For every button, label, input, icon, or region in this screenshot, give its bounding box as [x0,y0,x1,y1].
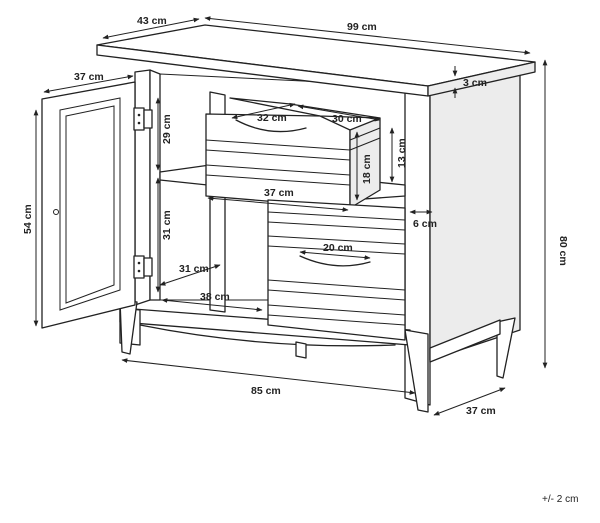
label-total-height: 80 cm [557,236,569,266]
hinge-upper-icon [133,107,153,131]
label-upper-shelf-height: 29 cm [161,114,173,144]
door-knob-icon [53,209,59,215]
cabinet-door [41,81,136,329]
label-top-width: 99 cm [347,21,377,33]
label-lower-handle: 20 cm [323,242,353,254]
label-drawer-inner-width: 32 cm [257,112,287,124]
label-drawer-height: 13 cm [396,138,408,168]
back-left-leg [295,341,307,359]
label-body-depth: 37 cm [466,405,496,417]
lower-drawers [267,199,406,341]
label-lower-compartment-height: 31 cm [161,210,173,240]
label-body-width: 85 cm [251,385,281,397]
label-lower-compartment-depth: 31 cm [179,263,209,275]
tolerance-note: +/- 2 cm [542,494,578,505]
dimension-lines [33,16,548,416]
upper-drawer-handle-icon [235,119,307,133]
label-drawer-gap: 6 cm [413,218,437,230]
label-drawer-front-height: 18 cm [361,154,373,184]
back-right-leg [496,317,516,379]
label-door-width: 37 cm [74,71,104,83]
label-drawer-depth: 30 cm [332,113,362,125]
label-drawer-front-width: 37 cm [264,187,294,199]
label-top-thickness: 3 cm [463,77,487,89]
label-top-depth: 43 cm [137,15,167,27]
hinge-lower-icon [133,255,153,279]
dimension-labels: 43 cm 99 cm 37 cm 3 cm 80 cm 54 cm 32 cm… [22,15,578,505]
label-door-height: 54 cm [22,204,34,234]
label-lower-compartment-width: 38 cm [200,291,230,303]
